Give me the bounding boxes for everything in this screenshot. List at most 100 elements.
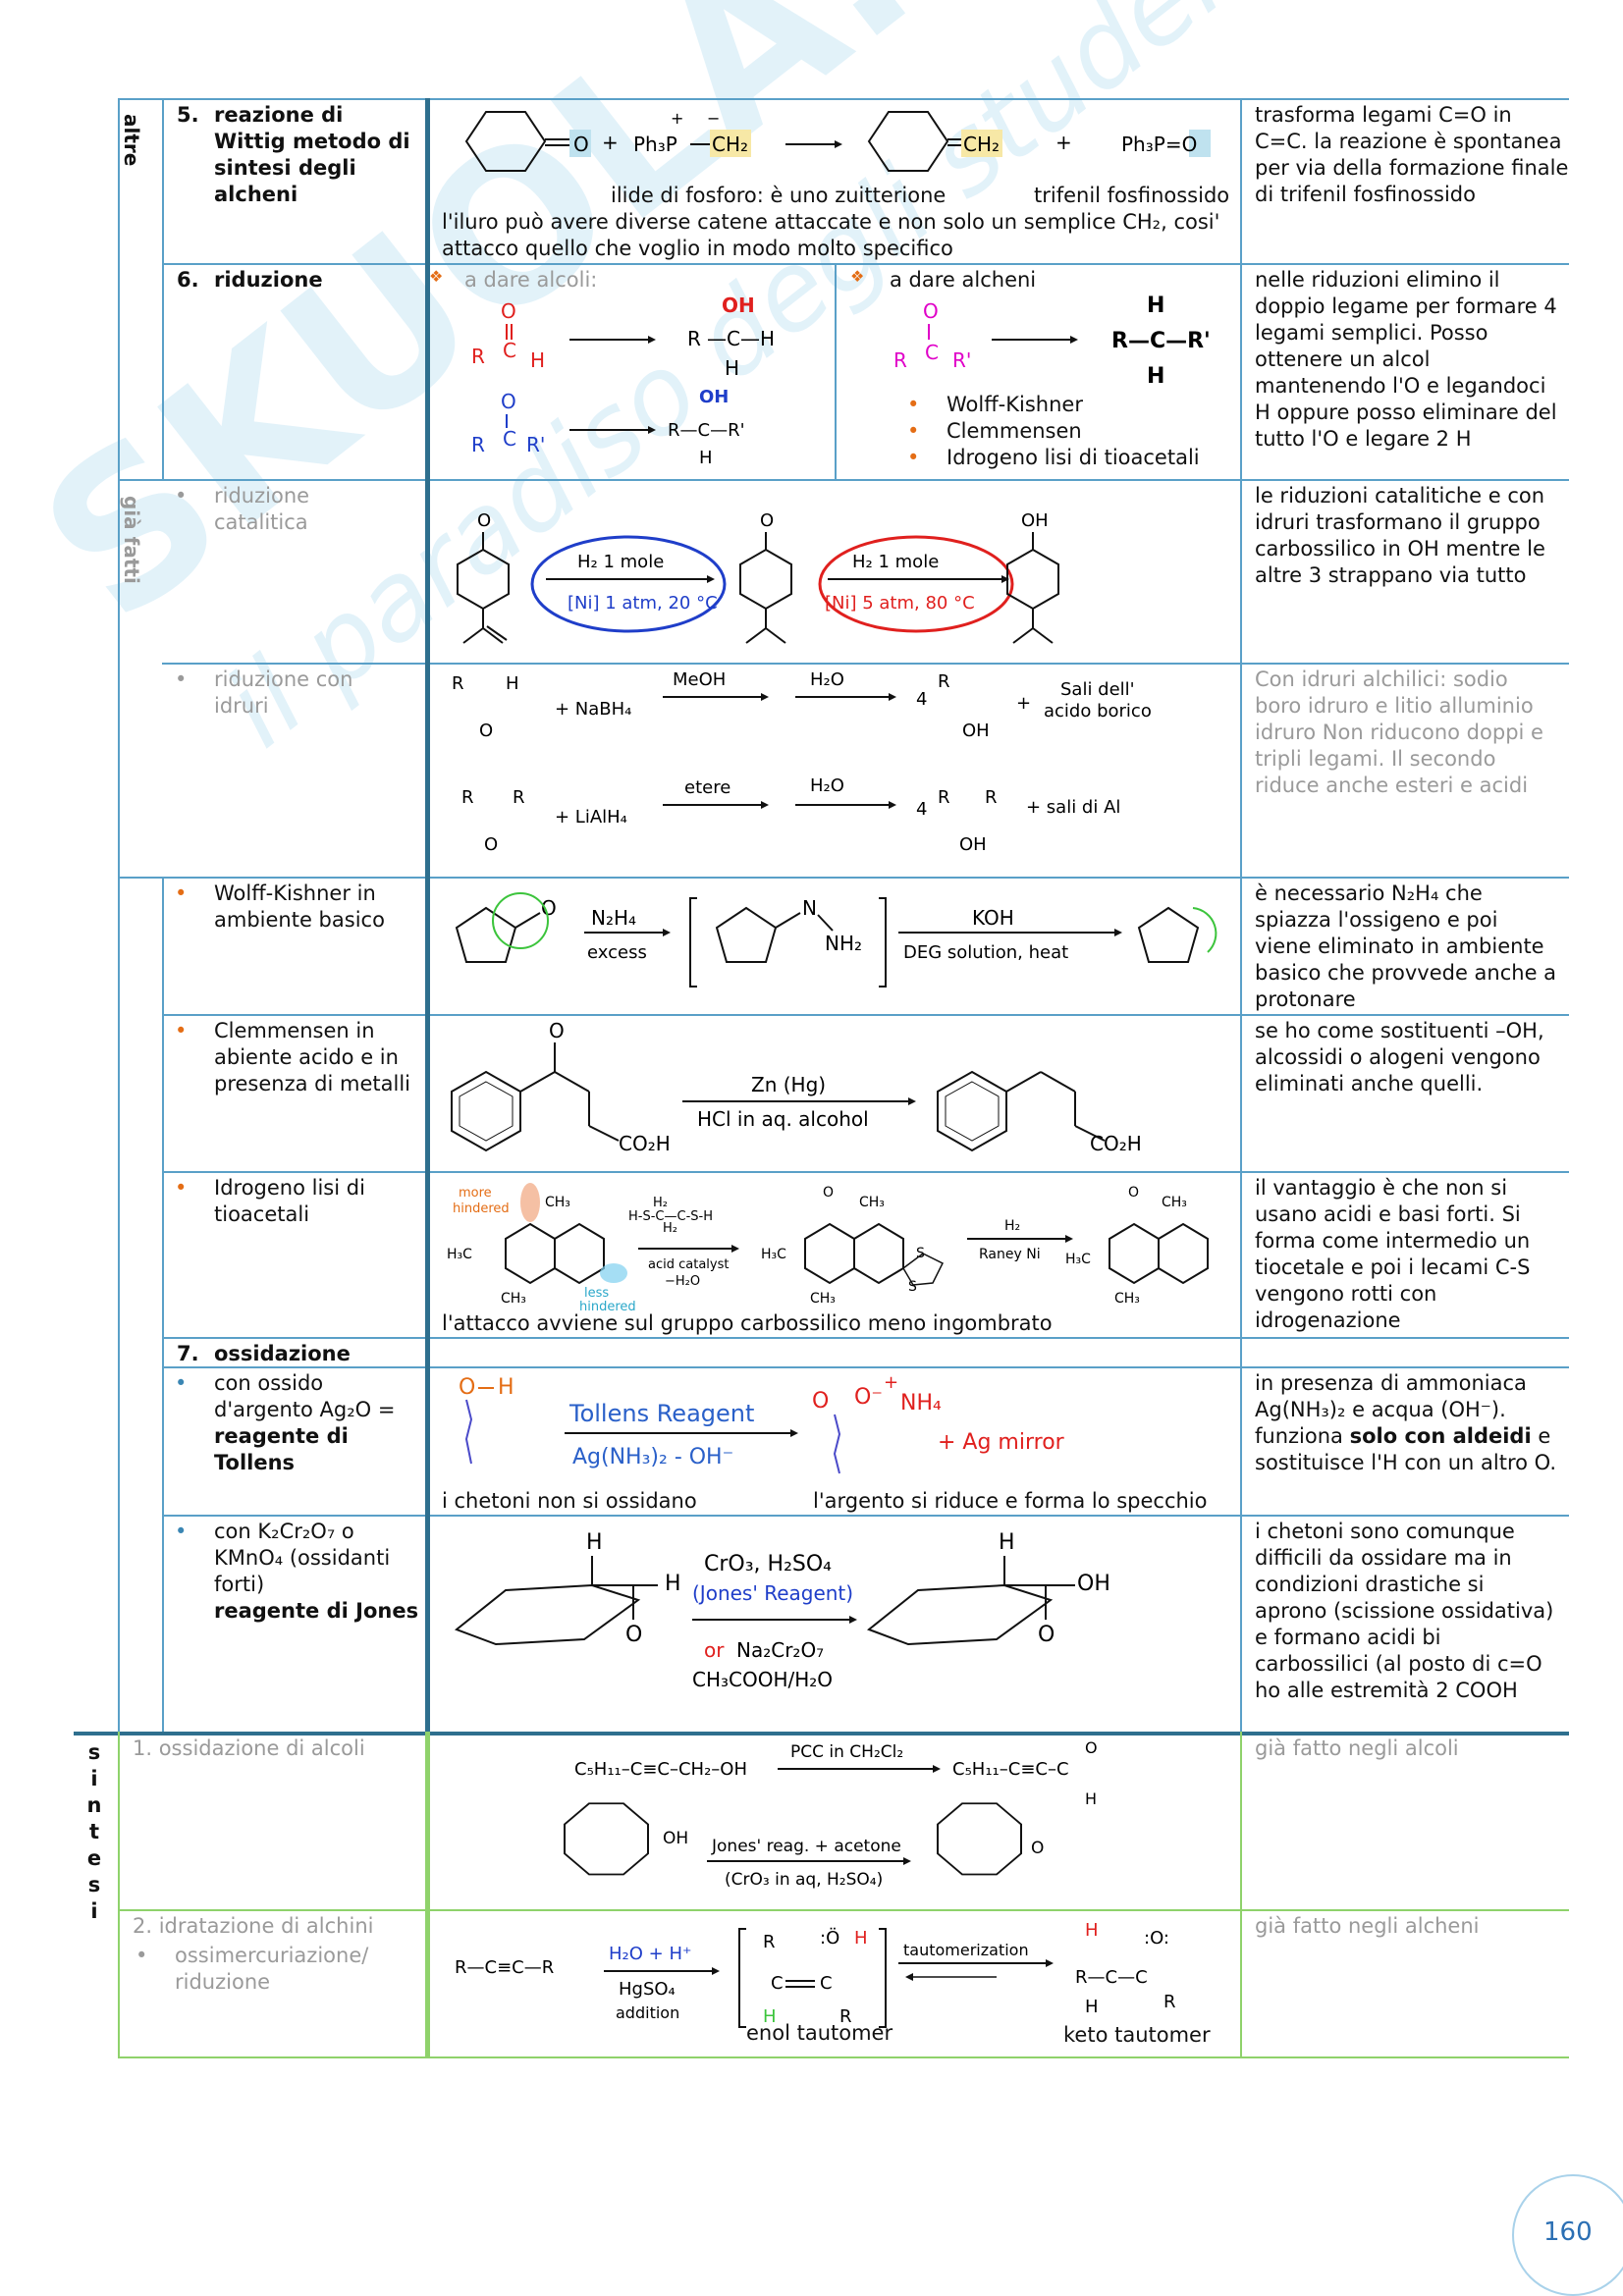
condition-ellipse [530, 535, 727, 633]
row-label: Idrogeno lisi di tioacetali [175, 1175, 401, 1228]
label-plain: con ossido d'argento Ag₂O = [214, 1371, 396, 1421]
row-note: Con idruri alchilici: sodio boro idruro … [1255, 667, 1543, 797]
reagent: Tollens Reagent [568, 1400, 754, 1427]
solvent: MeOH [673, 669, 726, 690]
reagent: Zn (Hg) [751, 1073, 826, 1096]
row-label: con ossido d'argento Ag₂O = reagente di … [175, 1370, 420, 1476]
atom-label: O [1128, 1185, 1139, 1201]
diamond-bullet-icon: ❖ [850, 267, 865, 286]
atom-label: O [1038, 1623, 1055, 1647]
svg-text:H: H [699, 448, 713, 468]
row-title: reazione di Wittig metodo di sintesi deg… [214, 103, 410, 206]
jones-scheme: H H O CrO₃, H₂SO₄ (Jones' Reagent) or Na… [455, 1530, 1110, 1691]
reagent: H₂O + H⁺ [609, 1944, 691, 1964]
cyclohexane-ring [867, 111, 949, 172]
atom-label: H₃C [447, 1247, 472, 1262]
svg-text:H₂: H₂ [653, 1196, 668, 1210]
row-note: trasforma legami C=O in C=C. la reazione… [1255, 103, 1569, 206]
svg-text:O: O [459, 1375, 475, 1400]
cyclohexane-ring [464, 111, 547, 172]
row-note: è necessario N₂H₄ che spiazza l'ossigeno… [1255, 881, 1557, 1011]
product-extra: Sali dell' [1060, 679, 1135, 700]
atom-label: CH₂ [963, 133, 1000, 156]
caption-note: l'iluro può avere diverse catene attacca… [442, 210, 1220, 260]
note-bold: solo con aldeidi [1349, 1424, 1532, 1448]
reagent: PCC in CH₂Cl₂ [790, 1742, 903, 1762]
svg-text:H: H [1147, 364, 1164, 389]
svg-text:C: C [503, 339, 516, 362]
diamond-bullet-icon: ❖ [429, 267, 444, 286]
atom-label: R [513, 787, 525, 808]
reagent: CH₃COOH/H₂O [692, 1668, 833, 1691]
svg-text:+: + [884, 1372, 898, 1393]
caption-ylide: ilide di fosforo: è uno zuitterione [611, 184, 947, 207]
svg-text:H: H [763, 2006, 777, 2027]
label-bold: reagente di Tollens [214, 1424, 349, 1474]
condition-text: H₂ 1 mole [852, 552, 939, 572]
atom-label: H₃C [761, 1247, 786, 1262]
row-title-ossidazione: ossidazione [214, 1342, 351, 1365]
svg-text:H: H [1147, 294, 1164, 318]
atom-label: OH [1021, 510, 1049, 531]
side-label-gia-fatti: già fatti [120, 496, 143, 584]
chem: C₅H₁₁–C≡C–C [952, 1759, 1069, 1780]
atom-label: OH [959, 834, 987, 855]
atom-label: H [665, 1572, 681, 1596]
atom-label: Ph₃P=O [1121, 133, 1197, 156]
condition-text: H₂ 1 mole [577, 552, 664, 572]
row-label: 2. idratazione di alchini [133, 1914, 374, 1938]
condition-ellipse [818, 535, 1014, 633]
row-note: già fatto negli alcheni [1255, 1914, 1480, 1938]
svg-text::O:: :O: [1144, 1928, 1169, 1949]
row-note: in presenza di ammoniaca Ag(NH₃)₂ e acqu… [1255, 1370, 1559, 1476]
reagent: KOH [972, 906, 1014, 930]
left-head: a dare alcoli: [464, 268, 598, 292]
atom-label: CO₂H [1090, 1132, 1142, 1155]
catalytic-scheme: O H₂ 1 mole [Ni] 1 atm, 20 °C O H₂ 1 mol… [457, 510, 1059, 644]
atom-label: NH₄ [900, 1391, 942, 1415]
reagent: CrO₃, H₂SO₄ [704, 1552, 832, 1576]
row-label: Wolff-Kishner in ambiente basico [175, 881, 401, 934]
atom-label: N [802, 896, 817, 920]
hydride-scheme: R H O + NaBH₄ MeOH H₂O 4 R OH + Sali del… [452, 669, 1152, 855]
svg-text:R': R' [526, 433, 545, 456]
row-sublabel: ossimercuriazione/ riduzione [135, 1943, 401, 1996]
sintesi-letter: t [88, 1820, 100, 1843]
svg-text:R—C—R': R—C—R' [1111, 329, 1211, 353]
page-number-badge: 160 [1512, 2174, 1623, 2296]
svg-text:H: H [725, 356, 739, 380]
page-number: 160 [1543, 2217, 1593, 2247]
svg-text:O: O [923, 299, 939, 323]
row-note: il vantaggio è che non si usano acidi e … [1255, 1176, 1531, 1332]
row-label: con K₂Cr₂O₇ o KMnO₄ (ossidanti forti) re… [175, 1519, 420, 1625]
svg-text:H: H [1085, 1997, 1099, 2017]
chem: C₅H₁₁–C≡C–CH₂–OH [574, 1759, 747, 1780]
svg-text:R: R [687, 327, 701, 350]
caption-enol: enol tautomer [746, 2021, 893, 2045]
row-label: riduzione con idruri [175, 667, 401, 720]
atom-label: O [1031, 1839, 1044, 1858]
wittig-scheme: O + Ph₃P + CH₂ − CH₂ + Ph₃P=O [464, 109, 1211, 172]
reagent: (CrO₃ in aq, H₂SO₄) [725, 1870, 883, 1890]
atom-label: OH [663, 1829, 688, 1848]
atom-label: O [541, 896, 557, 920]
svg-text:R': R' [952, 348, 971, 372]
sintesi-letter: n [86, 1793, 102, 1817]
svg-text:R: R [985, 787, 998, 808]
atom-label: Ph₃P [633, 133, 677, 156]
reagent: addition [616, 2003, 679, 2022]
caption-oxide: trifenil fosfinossido [1034, 184, 1230, 207]
atom-label: H₃C [1065, 1252, 1091, 1267]
svg-text:O: O [501, 390, 516, 413]
reagent: −H₂O [665, 1274, 700, 1289]
svg-text:H₂: H₂ [663, 1221, 677, 1236]
row-label: 1. ossidazione di alcoli [133, 1736, 365, 1760]
caption-left: i chetoni non si ossidano [442, 1489, 697, 1513]
atom-label: O [823, 1185, 834, 1201]
product-extra: acido borico [1044, 701, 1152, 721]
atom-label: H [586, 1530, 603, 1555]
svg-text:O: O [477, 510, 491, 531]
atom-label: CH₃ [859, 1195, 885, 1210]
reagent: HCl in aq. alcohol [697, 1107, 869, 1131]
